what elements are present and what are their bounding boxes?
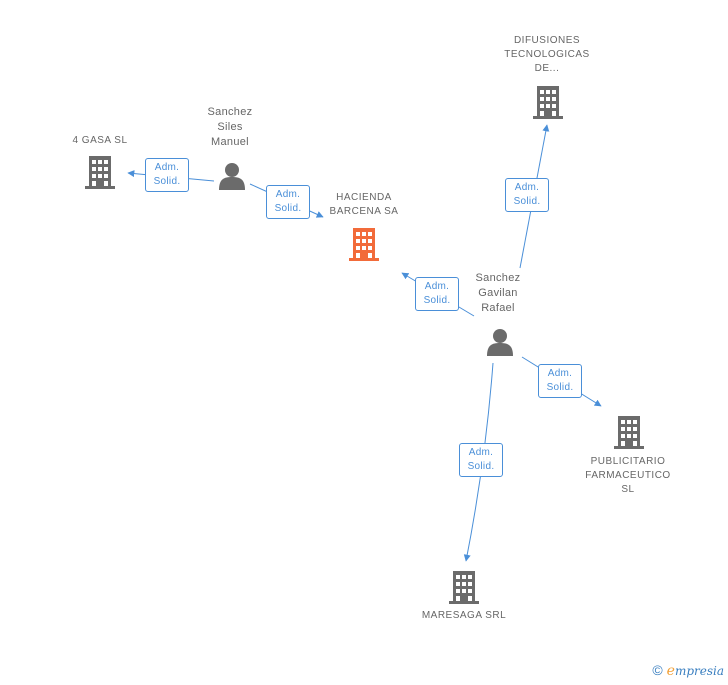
edge-role-text: Solid.	[467, 461, 495, 472]
node-label-line: MARESAGA SRL	[421, 610, 507, 621]
edge-role-text: Adm.	[547, 368, 573, 379]
edge-role-label[interactable]: Adm. Solid.	[415, 277, 459, 311]
node-label-line: SL	[621, 484, 635, 495]
footer-brand[interactable]: ©empresia	[652, 662, 724, 679]
node-label-line: BARCENA SA	[329, 206, 399, 217]
node-label-maresaga[interactable]: MARESAGA SRL	[409, 609, 519, 623]
node-label-line: Gavilan	[478, 287, 518, 299]
node-label-gasa[interactable]: 4 GASA SL	[55, 134, 145, 148]
edge-role-label[interactable]: Adm. Solid.	[459, 443, 503, 477]
edge-role-text: Solid.	[153, 176, 181, 187]
edge-role-label[interactable]: Adm. Solid.	[145, 158, 189, 192]
company-building-icon[interactable]	[533, 86, 563, 119]
node-label-line: DIFUSIONES	[513, 35, 581, 46]
edge-role-text: Solid.	[423, 295, 451, 306]
company-building-icon[interactable]	[85, 156, 115, 189]
node-label-line: FARMACEUTICO	[585, 470, 671, 481]
edge-role-label[interactable]: Adm. Solid.	[266, 185, 310, 219]
edge-role-label[interactable]: Adm. Solid.	[538, 364, 582, 398]
edge-role-text: Adm.	[154, 162, 180, 173]
node-label-line: PUBLICITARIO	[590, 456, 666, 467]
copyright-icon: ©	[652, 662, 663, 678]
person-icon[interactable]	[219, 163, 245, 190]
focus-company-building-icon[interactable]	[349, 228, 379, 261]
edge-role-text: Adm.	[275, 189, 301, 200]
node-label-line: Sanchez	[207, 106, 253, 118]
edge-role-text: Adm.	[424, 281, 450, 292]
node-label-hacienda[interactable]: HACIENDA BARCENA SA	[309, 191, 419, 219]
edge-role-text: Solid.	[513, 196, 541, 207]
edge-role-label[interactable]: Adm. Solid.	[505, 178, 549, 212]
node-label-difusiones[interactable]: DIFUSIONES TECNOLOGICAS DE...	[492, 34, 602, 76]
node-label-line: DE...	[534, 63, 560, 74]
edge-role-text: Solid.	[274, 203, 302, 214]
company-building-icon[interactable]	[614, 416, 644, 449]
node-label-line: 4 GASA SL	[72, 135, 128, 146]
node-label-line: HACIENDA	[336, 192, 392, 203]
node-label-line: Manuel	[211, 136, 249, 148]
node-label-line: Sanchez	[475, 272, 521, 284]
edge-role-text: Adm.	[514, 182, 540, 193]
node-label-line: Siles	[217, 121, 243, 133]
node-label-line: Rafael	[481, 302, 515, 314]
edge-role-text: Adm.	[468, 447, 494, 458]
person-icon[interactable]	[487, 329, 513, 356]
edge-role-text: Solid.	[546, 382, 574, 393]
brand-logo: empresia	[666, 663, 724, 679]
node-label-line: TECNOLOGICAS	[504, 49, 590, 60]
company-building-icon[interactable]	[449, 571, 479, 604]
node-label-publicitario[interactable]: PUBLICITARIO FARMACEUTICO SL	[573, 455, 683, 497]
